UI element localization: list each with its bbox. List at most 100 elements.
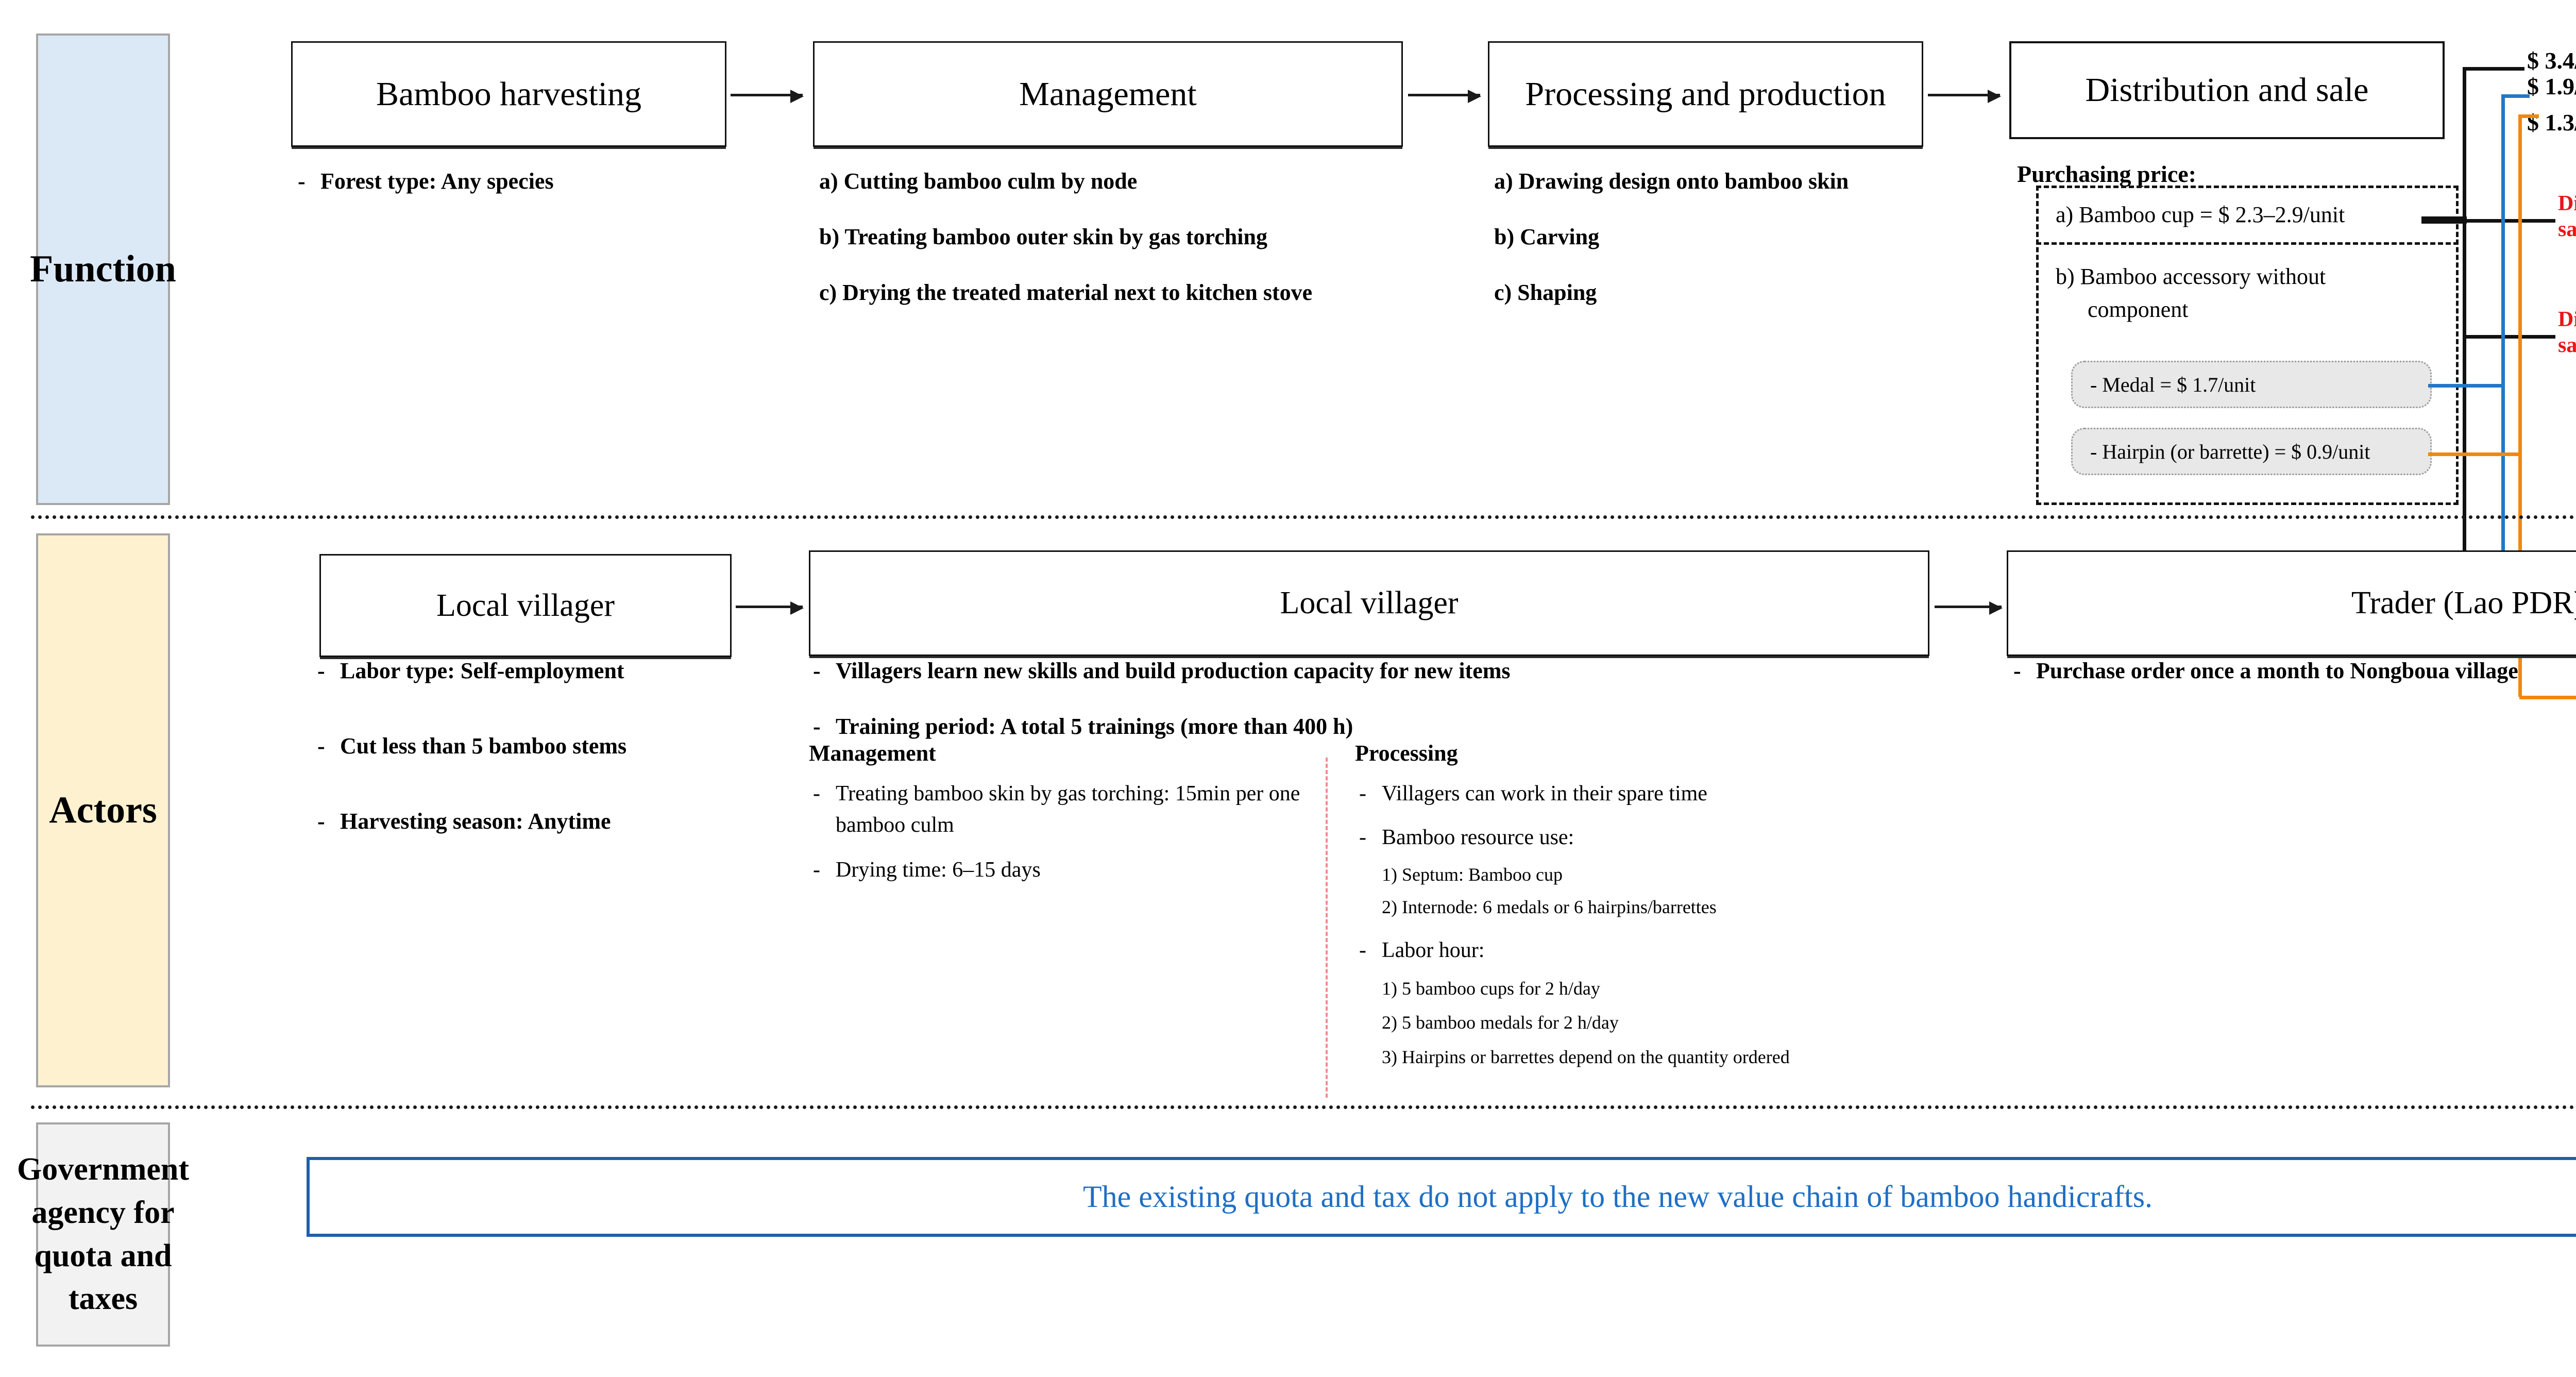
label-price-souvenir-medal-text: $ 1.9/unit bbox=[2527, 73, 2576, 99]
row-label-function-text: Function bbox=[30, 247, 176, 290]
label-price-souvenir-hairpin-text: $ 1.3/unit bbox=[2527, 109, 2576, 136]
stage-title: Bamboo harvesting bbox=[376, 75, 642, 113]
label-discuss-local-line2: sales route bbox=[2558, 333, 2576, 358]
detail-item: Villagers learn new skills and build pro… bbox=[809, 654, 1942, 687]
processing-block-heading: Processing bbox=[1355, 737, 1458, 770]
arrow-management-to-processing bbox=[1408, 90, 1481, 103]
actor-details-local-villager-2: Villagers learn new skills and build pro… bbox=[809, 654, 1942, 743]
route-black-trunk bbox=[2463, 67, 2466, 582]
stage-title: Distribution and sale bbox=[2085, 71, 2369, 109]
detail-item: Training period: A total 5 trainings (mo… bbox=[809, 710, 1942, 743]
row-label-function: Function bbox=[30, 33, 176, 505]
arrow-villager2-to-trader bbox=[1935, 601, 2003, 615]
detail-item: a) Cutting bamboo culm by node bbox=[819, 169, 1138, 194]
detail-item: c) Shaping bbox=[1494, 279, 1597, 305]
label-price-souvenir-cup-text: $ 3.4/unit bbox=[2527, 47, 2576, 74]
route-black-branch-souvenir bbox=[2463, 67, 2524, 71]
sub-item: 2) 5 bamboo medals for 2 h/day bbox=[1382, 1012, 1619, 1033]
label-discuss-night-line2: sales route bbox=[2558, 217, 2576, 242]
stage-details-management: a) Cutting bamboo culm by node b) Treati… bbox=[819, 165, 1427, 331]
detail-item: Purchase order once a month to Nongboua … bbox=[2009, 654, 2576, 687]
management-block-heading: Management bbox=[809, 737, 936, 770]
actor-box-local-villager-2[interactable]: Local villager bbox=[809, 550, 1929, 656]
processing-sublist-resource-use: 1) Septum: Bamboo cup 2) Internode: 6 me… bbox=[1355, 859, 2076, 923]
arrow-villager1-to-villager2 bbox=[736, 601, 804, 615]
stage-box-management[interactable]: Management bbox=[813, 41, 1403, 147]
divider-management-processing bbox=[1326, 758, 1328, 1098]
detail-item: b) Carving bbox=[1494, 224, 1600, 249]
detail-item: Labor type: Self-employment bbox=[313, 654, 741, 687]
actor-title: Trader (Lao PDR) bbox=[2351, 585, 2576, 621]
management-block-heading-text: Management bbox=[809, 741, 936, 766]
stage-title: Processing and production bbox=[1525, 75, 1886, 113]
purchasing-price-group-b bbox=[2036, 216, 2459, 505]
route-blue-branch-souvenir bbox=[2501, 94, 2530, 98]
row-label-government-text: Government agency for quota and taxes bbox=[16, 1152, 190, 1317]
label-price-souvenir-cup: $ 3.4/unit bbox=[2527, 44, 2576, 78]
stage-box-distribution-sale[interactable]: Distribution and sale bbox=[2009, 41, 2445, 139]
purchasing-price-item-b-line2: component bbox=[2088, 296, 2189, 322]
route-orange-trunk bbox=[2518, 114, 2522, 697]
detail-item: a) Drawing design onto bamboo skin bbox=[1494, 169, 1849, 194]
actor-details-trader: Purchase order once a month to Nongboua … bbox=[2009, 654, 2576, 710]
arrow-processing-to-distribution bbox=[1928, 90, 2001, 103]
sub-item: 1) 5 bamboo cups for 2 h/day bbox=[1382, 978, 1600, 999]
list-item: Villagers can work in their spare time bbox=[1355, 778, 2076, 810]
actor-box-trader[interactable]: Trader (Lao PDR) bbox=[2007, 550, 2576, 656]
route-orange-bottom-left bbox=[2519, 696, 2576, 699]
row-label-actors: Actors bbox=[36, 533, 170, 1087]
government-statement-box: The existing quota and tax do not apply … bbox=[307, 1157, 2576, 1237]
purchasing-price-item-a: a) Bamboo cup = $ 2.3–2.9/unit bbox=[2056, 198, 2345, 231]
price-pill-medal[interactable]: - Medal = $ 1.7/unit bbox=[2071, 361, 2432, 408]
detail-item: c) Drying the treated material next to k… bbox=[819, 279, 1313, 305]
purchasing-price-heading: Purchasing price: bbox=[2017, 157, 2196, 192]
route-blue-from-medal-pill bbox=[2428, 384, 2503, 388]
route-blue-trunk bbox=[2501, 94, 2505, 641]
list-item: Treating bamboo skin by gas torching: 15… bbox=[809, 778, 1319, 841]
purchasing-price-item-b-line1: b) Bamboo accessory without bbox=[2056, 264, 2326, 289]
label-discuss-night-market: Discuss sales route bbox=[2558, 191, 2576, 243]
actor-title: Local villager bbox=[1280, 585, 1459, 621]
label-price-souvenir-hairpin: $ 1.3/unit bbox=[2527, 106, 2576, 140]
actor-box-local-villager-1[interactable]: Local villager bbox=[319, 554, 732, 657]
detail-item: b) Treating bamboo outer skin by gas tor… bbox=[819, 224, 1267, 249]
route-black-branch-night bbox=[2463, 219, 2555, 223]
purchasing-price-heading-text: Purchasing price: bbox=[2017, 161, 2196, 187]
divider-function-actors bbox=[31, 515, 2576, 519]
stage-title: Management bbox=[1019, 75, 1197, 113]
stage-details-bamboo-harvesting: Forest type: Any species bbox=[294, 165, 726, 221]
divider-actors-government bbox=[31, 1105, 2576, 1109]
stage-box-bamboo-harvesting[interactable]: Bamboo harvesting bbox=[291, 41, 726, 147]
arrow-harvesting-to-management bbox=[731, 90, 804, 103]
price-pill-medal-text: - Medal = $ 1.7/unit bbox=[2090, 373, 2256, 396]
detail-item: Cut less than 5 bamboo stems bbox=[313, 730, 741, 763]
price-pill-hairpin[interactable]: - Hairpin (or barrette) = $ 0.9/unit bbox=[2071, 428, 2432, 475]
label-discuss-local-line1: Discuss bbox=[2558, 308, 2576, 331]
detail-item: Forest type: Any species bbox=[294, 165, 726, 198]
stage-box-processing-production[interactable]: Processing and production bbox=[1488, 41, 1923, 147]
purchasing-price-group-a bbox=[2036, 186, 2459, 245]
list-item: Drying time: 6–15 days bbox=[809, 854, 1319, 886]
list-item: Labor hour: bbox=[1355, 935, 2076, 966]
sub-item: 3) Hairpins or barrettes depend on the q… bbox=[1382, 1046, 1790, 1067]
row-label-government: Government agency for quota and taxes bbox=[17, 1122, 189, 1347]
purchasing-price-item-b: b) Bamboo accessory without component bbox=[2056, 260, 2326, 326]
actor-details-local-villager-1: Labor type: Self-employment Cut less tha… bbox=[313, 654, 741, 837]
sub-item: 1) Septum: Bamboo cup bbox=[1382, 864, 1563, 885]
row-label-actors-text: Actors bbox=[49, 788, 157, 831]
list-item: Bamboo resource use: bbox=[1355, 822, 2076, 853]
route-orange-from-hairpin-pill bbox=[2428, 452, 2521, 456]
management-block-items: Treating bamboo skin by gas torching: 15… bbox=[809, 778, 1319, 886]
price-pill-hairpin-text: - Hairpin (or barrette) = $ 0.9/unit bbox=[2090, 440, 2370, 463]
purchasing-price-item-a-text: a) Bamboo cup = $ 2.3–2.9/unit bbox=[2056, 202, 2345, 227]
label-price-souvenir-medal: $ 1.9/unit bbox=[2527, 70, 2576, 104]
route-orange-branch-souvenir bbox=[2518, 114, 2539, 118]
label-discuss-night-line1: Discuss bbox=[2558, 192, 2576, 215]
stage-details-processing-production: a) Drawing design onto bamboo skin b) Ca… bbox=[1494, 165, 1947, 331]
processing-sublist-labor-hour: 1) 5 bamboo cups for 2 h/day 2) 5 bamboo… bbox=[1355, 971, 2076, 1074]
sub-item: 2) Internode: 6 medals or 6 hairpins/bar… bbox=[1382, 896, 1717, 917]
actor-title: Local villager bbox=[436, 587, 615, 623]
government-statement-text: The existing quota and tax do not apply … bbox=[1082, 1180, 2153, 1214]
route-black-branch-local bbox=[2463, 335, 2555, 339]
